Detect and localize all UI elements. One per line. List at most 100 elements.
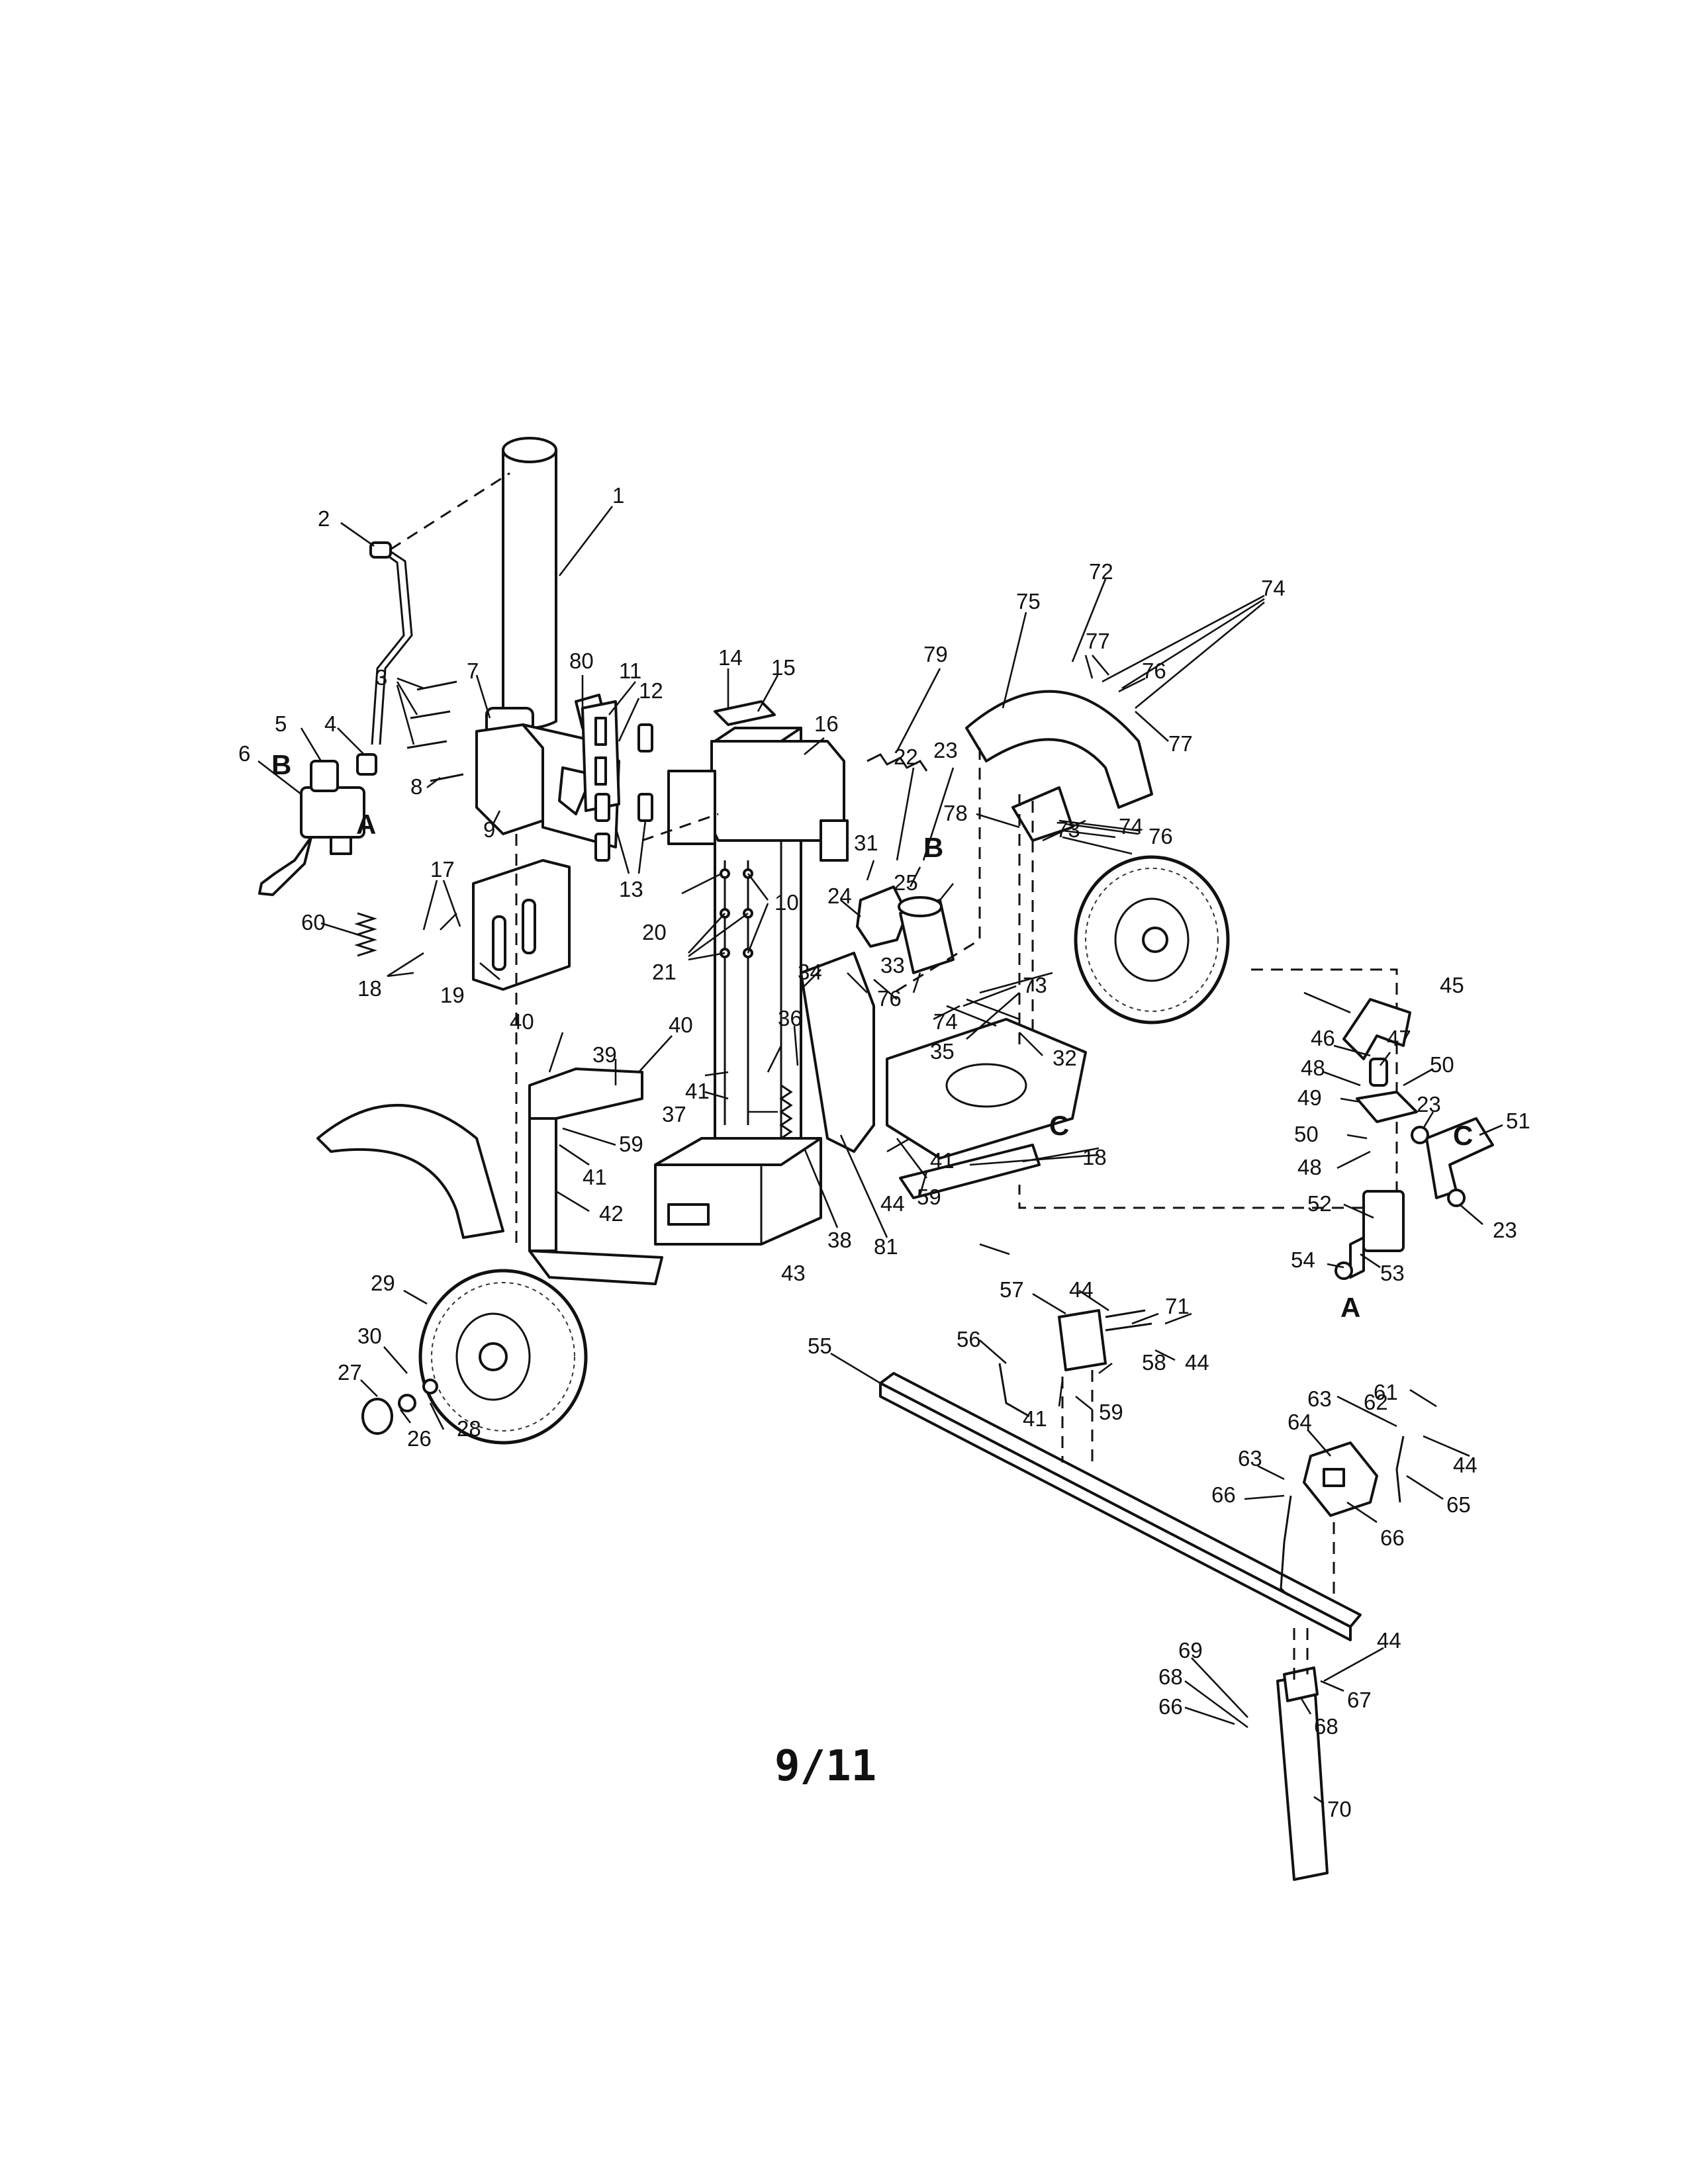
- callout-40a: 40: [510, 1009, 534, 1034]
- callout-53: 53: [1380, 1261, 1405, 1285]
- callout-69: 69: [1178, 1638, 1203, 1662]
- callout-78: 78: [943, 801, 968, 825]
- callout-8: 8: [410, 774, 422, 799]
- callout-17: 17: [430, 857, 455, 882]
- callout-1: 1: [612, 483, 624, 508]
- beam-collar: [667, 740, 849, 862]
- slide-plate: [472, 859, 571, 991]
- callout-16: 16: [814, 711, 839, 736]
- coupler: [1303, 1441, 1378, 1517]
- callout-60: 60: [301, 910, 326, 934]
- callout-4: 4: [324, 711, 336, 736]
- callout-19: 19: [440, 983, 465, 1007]
- callout-81: 81: [874, 1234, 898, 1259]
- callout-77b: 77: [1168, 731, 1193, 756]
- callout-23a: 23: [933, 738, 958, 762]
- callout-7: 7: [467, 659, 479, 683]
- callout-6: 6: [238, 741, 250, 766]
- callout-56: 56: [957, 1327, 981, 1351]
- callout-43: 43: [781, 1261, 806, 1285]
- callout-54: 54: [1291, 1248, 1315, 1272]
- callout-24: 24: [827, 884, 852, 908]
- callout-40b: 40: [669, 1013, 693, 1037]
- hydraulic-cylinder: [485, 437, 557, 736]
- callout-68a: 68: [1158, 1664, 1183, 1689]
- engine-mount-plate: [886, 1018, 1087, 1199]
- callout-45: 45: [1440, 973, 1464, 997]
- callout-73a: 73: [1023, 973, 1047, 997]
- callout-44d: 44: [1453, 1453, 1477, 1477]
- callout-74a: 74: [1261, 576, 1286, 600]
- callout-59a: 59: [619, 1132, 643, 1156]
- callout-58: 58: [1142, 1350, 1166, 1375]
- pump: [856, 886, 908, 948]
- valve-bracket: [581, 700, 620, 812]
- callout-71: 71: [1165, 1294, 1190, 1318]
- callout-36: 36: [778, 1006, 802, 1030]
- callout-12: 12: [639, 678, 663, 703]
- callout-68b: 68: [1314, 1714, 1338, 1739]
- callout-74c: 74: [933, 1009, 958, 1034]
- callout-13: 13: [619, 877, 643, 901]
- mounting-bolts: [406, 680, 464, 782]
- callout-39: 39: [592, 1042, 617, 1067]
- connection-tags: B A B C C A: [271, 749, 1473, 1323]
- wheel-hardware: [361, 1379, 438, 1435]
- callout-15: 15: [771, 655, 796, 680]
- right-wheel: [1074, 855, 1230, 1024]
- callout-42: 42: [599, 1201, 624, 1226]
- callout-50b: 50: [1294, 1122, 1319, 1146]
- callout-21: 21: [652, 960, 677, 984]
- callout-63a: 63: [1307, 1387, 1332, 1411]
- page-number: 9/11: [774, 1742, 876, 1791]
- callout-23b: 23: [1417, 1092, 1441, 1116]
- callout-18b: 18: [1082, 1145, 1107, 1169]
- callout-76b: 76: [1149, 824, 1173, 848]
- callout-55: 55: [808, 1334, 832, 1358]
- callout-48b: 48: [1297, 1155, 1322, 1179]
- callout-28: 28: [457, 1416, 481, 1441]
- callout-74b: 74: [1119, 814, 1143, 839]
- callout-32: 32: [1053, 1046, 1077, 1070]
- callout-75: 75: [1016, 589, 1041, 614]
- callout-47: 47: [1387, 1026, 1411, 1050]
- callout-57: 57: [1000, 1277, 1024, 1302]
- callout-48a: 48: [1301, 1056, 1325, 1080]
- callout-38: 38: [827, 1228, 852, 1252]
- callout-61: 61: [1374, 1380, 1398, 1404]
- tag-b-valve: B: [271, 749, 291, 780]
- callout-52: 52: [1307, 1191, 1332, 1216]
- callout-46: 46: [1311, 1026, 1335, 1050]
- side-guard: [528, 1068, 663, 1285]
- callout-76c: 76: [877, 986, 902, 1011]
- callout-41d: 41: [1023, 1406, 1047, 1431]
- filter: [898, 896, 955, 974]
- callout-66b: 66: [1380, 1525, 1405, 1550]
- callout-66c: 66: [1158, 1694, 1183, 1719]
- callout-3: 3: [375, 665, 387, 690]
- tag-c-plate: C: [1049, 1110, 1069, 1141]
- callout-5: 5: [275, 711, 287, 736]
- callout-25: 25: [894, 870, 918, 895]
- callout-26: 26: [407, 1426, 432, 1451]
- left-wheel: [418, 1269, 588, 1445]
- callout-49: 49: [1297, 1085, 1322, 1110]
- callout-41a: 41: [685, 1079, 710, 1103]
- callout-20: 20: [642, 920, 667, 944]
- callout-62: 62: [1364, 1390, 1388, 1414]
- tongue-bracket: [998, 1309, 1152, 1418]
- callout-66a: 66: [1211, 1482, 1236, 1507]
- callout-65: 65: [1446, 1492, 1471, 1517]
- callout-63b: 63: [1238, 1446, 1262, 1471]
- foot-plate-base: [654, 1137, 822, 1246]
- control-valve: [258, 753, 377, 896]
- callout-70: 70: [1327, 1797, 1352, 1821]
- hose-connection-line: [390, 472, 510, 551]
- callout-73b: 73: [1056, 817, 1080, 842]
- callout-80: 80: [569, 649, 594, 673]
- safety-chains: [1280, 1435, 1405, 1596]
- callout-59b: 59: [917, 1185, 941, 1209]
- leader-lines: [258, 506, 1503, 1805]
- callout-27: 27: [338, 1360, 362, 1385]
